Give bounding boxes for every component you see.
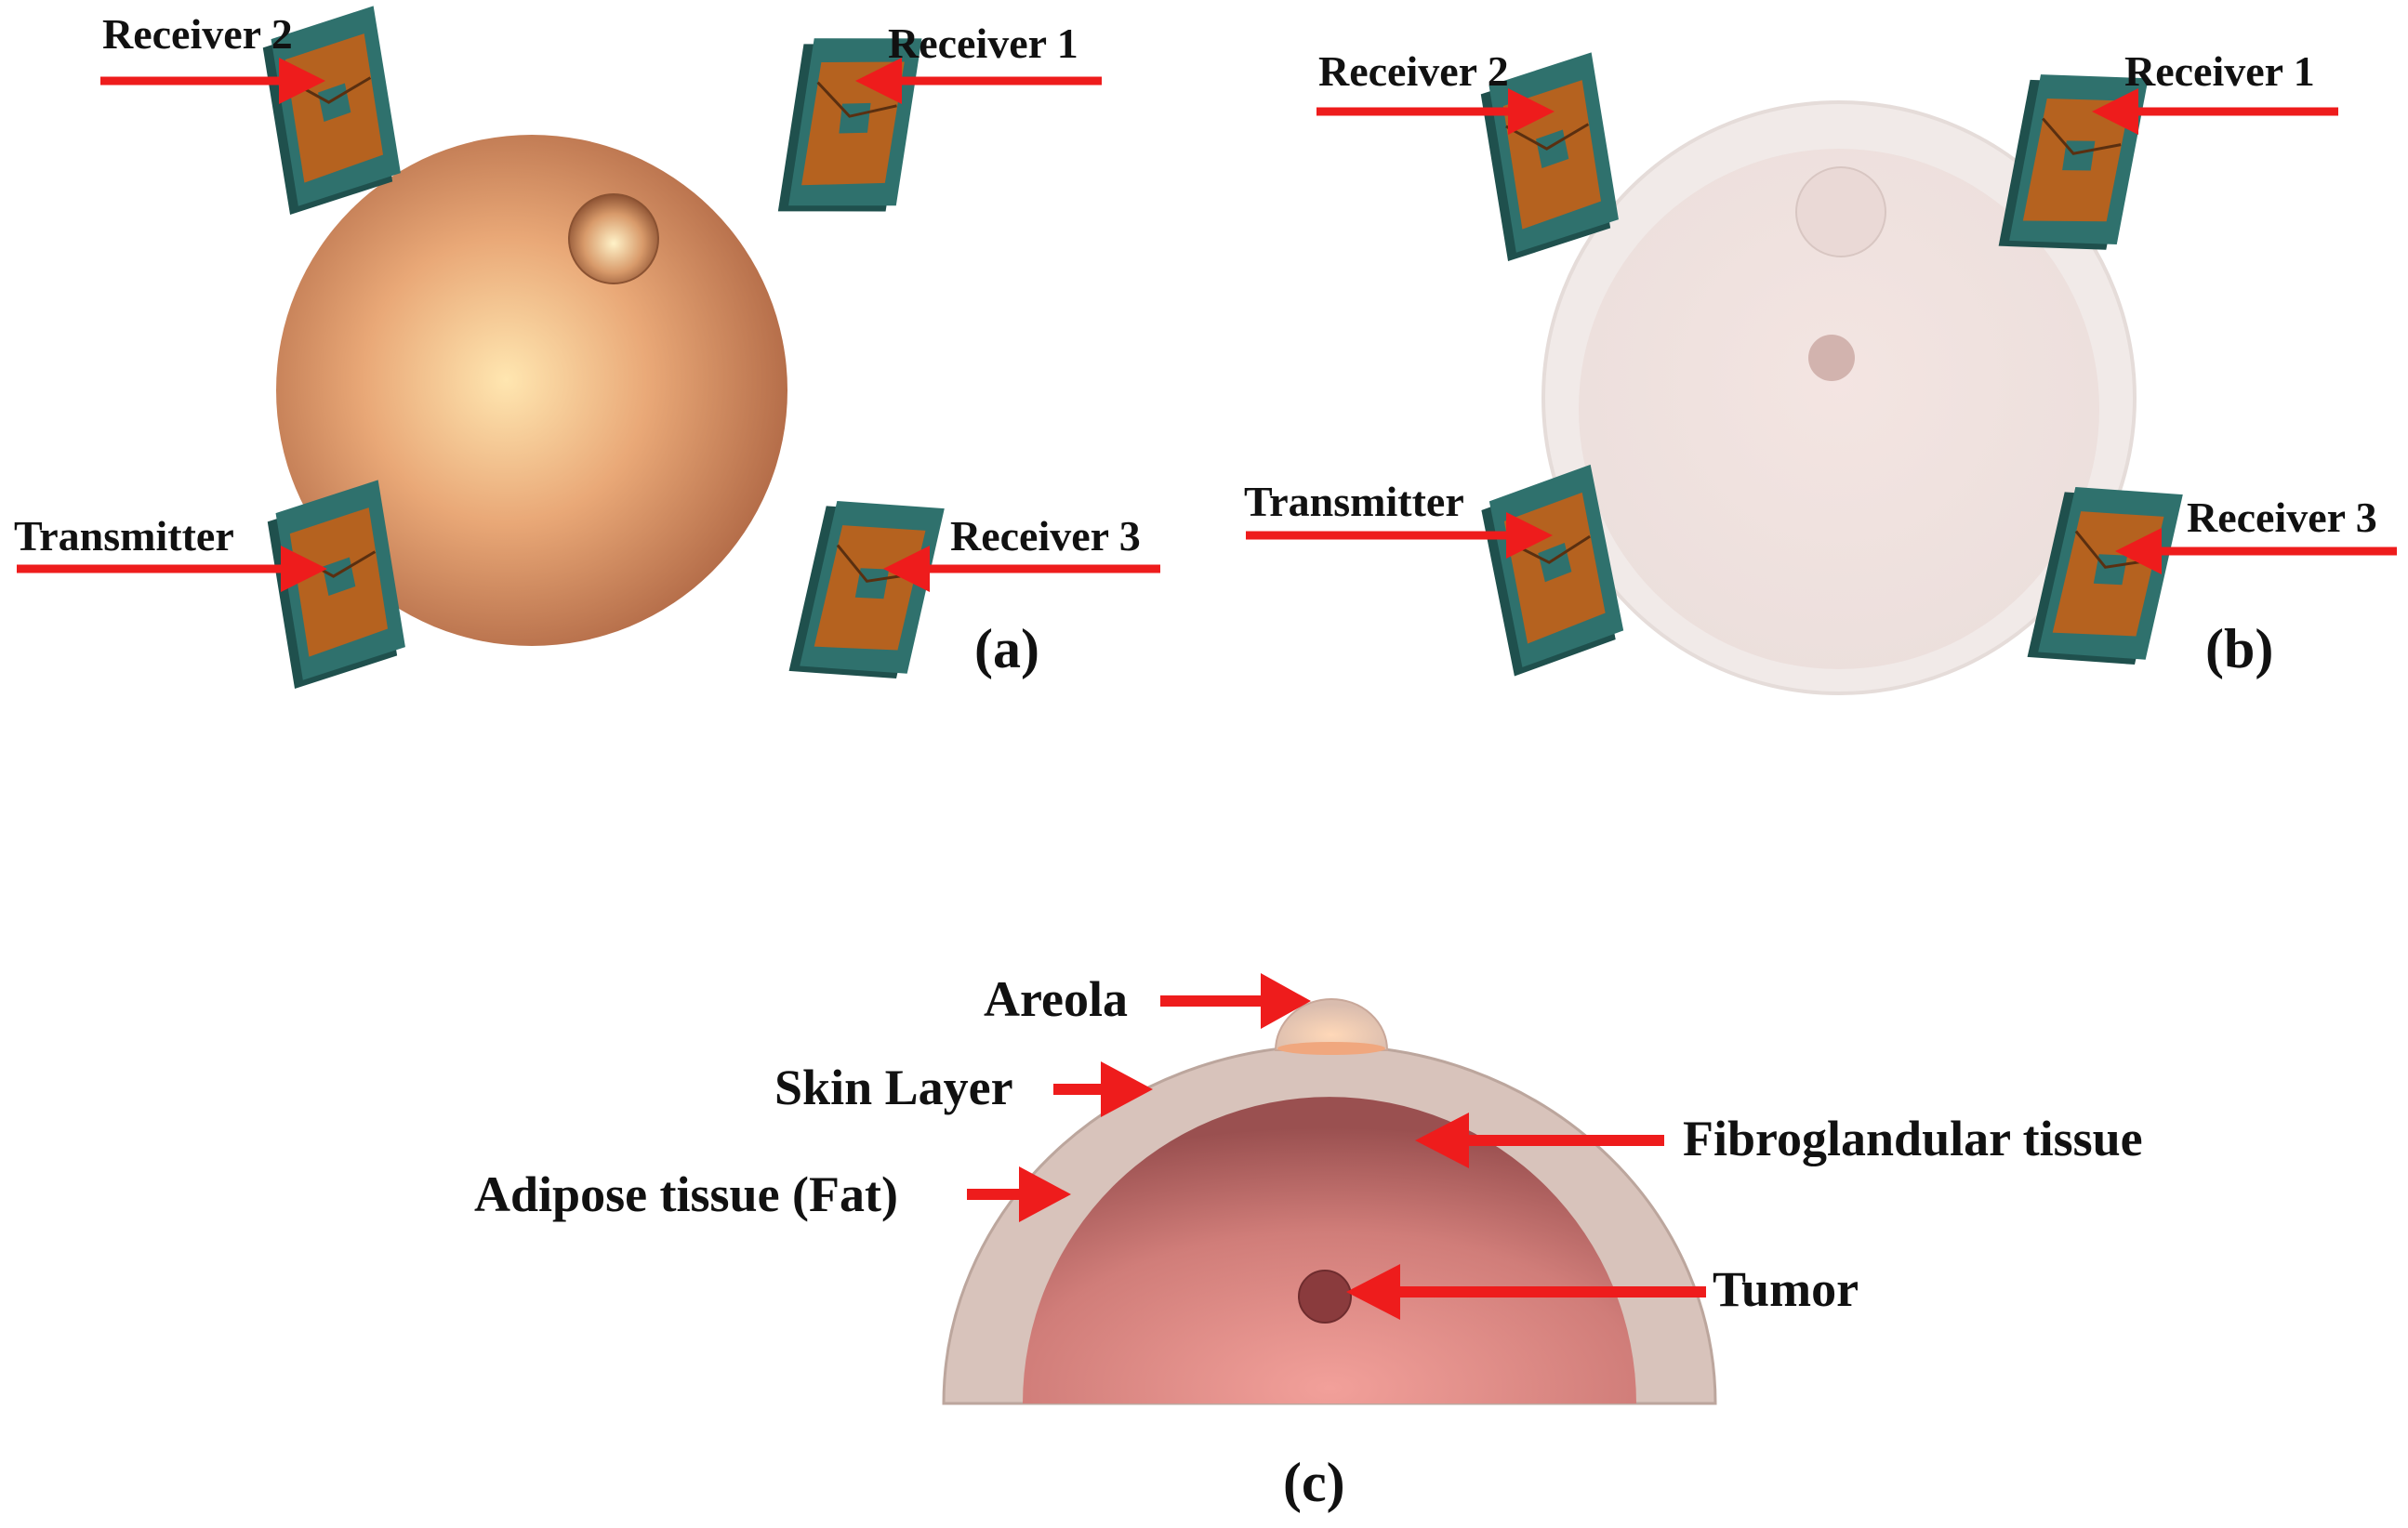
arrow-areola — [1160, 973, 1311, 1029]
label-tumor: Tumor — [1713, 1261, 1859, 1317]
panel-a-tag: (a) — [974, 618, 1039, 679]
label-areola: Areola — [984, 971, 1128, 1027]
arrow-receiver-2-b — [1316, 88, 1555, 135]
fibroglandular-hemisphere — [1023, 1097, 1636, 1403]
arrow-receiver-1 — [855, 58, 1102, 104]
label-receiver-2-b: Receiver 2 — [1318, 47, 1509, 95]
panel-c-tag: (c) — [1283, 1452, 1345, 1513]
areola-base — [1277, 1042, 1385, 1055]
label-skin-layer: Skin Layer — [774, 1060, 1013, 1115]
tumor — [1298, 1270, 1352, 1324]
label-receiver-1: Receiver 1 — [888, 20, 1078, 67]
breast-sphere-inner-transparent — [1579, 149, 2099, 669]
arrow-adipose-tissue — [967, 1166, 1071, 1222]
label-receiver-3-b: Receiver 3 — [2187, 494, 2377, 541]
arrow-skin-layer — [1053, 1061, 1153, 1117]
panel-a: Receiver 2 Receiver 1 Transmitter Receiv… — [14, 4, 1160, 701]
label-receiver-2: Receiver 2 — [102, 10, 293, 58]
arrow-fibroglandular — [1415, 1113, 1664, 1168]
arrow-receiver-1-b — [2092, 88, 2338, 135]
panel-b: Receiver 2 Receiver 1 Transmitter Receiv… — [1244, 47, 2397, 695]
arrow-tumor — [1346, 1264, 1706, 1320]
tumor-transparent — [1808, 335, 1855, 381]
arrow-transmitter — [17, 546, 327, 592]
breast-sphere-opaque — [276, 135, 787, 646]
arrow-receiver-2 — [100, 58, 325, 104]
label-transmitter: Transmitter — [14, 512, 234, 560]
label-receiver-3: Receiver 3 — [950, 512, 1141, 560]
panel-b-tag: (b) — [2205, 618, 2273, 679]
arrow-receiver-3-b — [2115, 528, 2397, 574]
label-fibroglandular: Fibroglandular tissue — [1683, 1111, 2143, 1166]
areola-bump — [568, 193, 659, 284]
areola-dome — [1274, 998, 1389, 1051]
label-receiver-1-b: Receiver 1 — [2124, 47, 2315, 95]
antenna-receiver-3 — [784, 479, 950, 701]
areola-bump-transparent — [1795, 166, 1886, 257]
label-adipose-tissue: Adipose tissue (Fat) — [474, 1166, 898, 1222]
label-transmitter-b: Transmitter — [1244, 478, 1464, 525]
arrow-receiver-3 — [883, 546, 1160, 592]
arrow-transmitter-b — [1246, 512, 1553, 559]
panel-c: Areola Skin Layer Adipose tissue (Fat) F… — [474, 971, 2143, 1513]
